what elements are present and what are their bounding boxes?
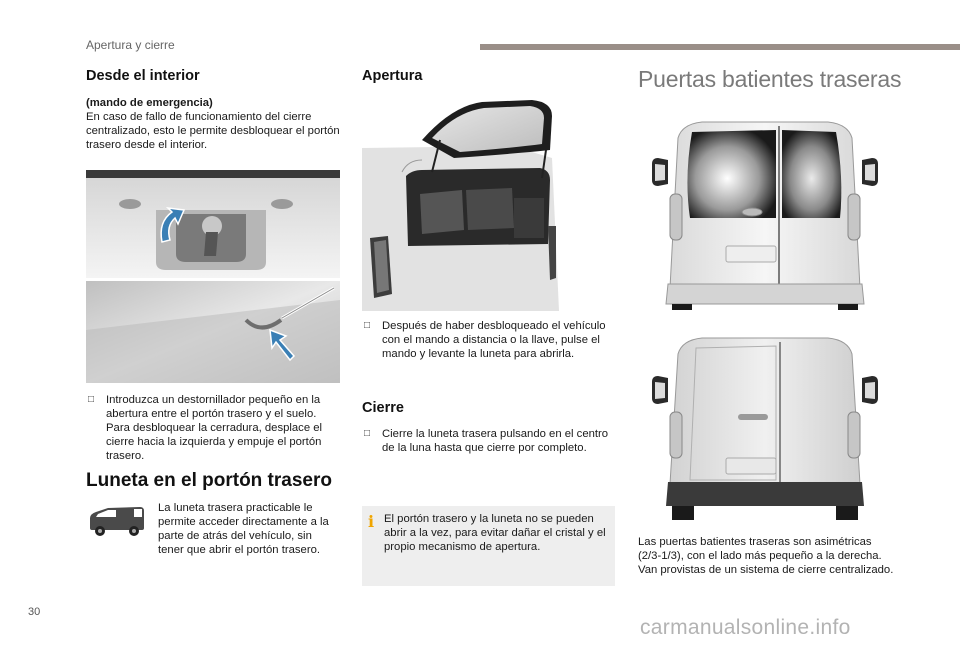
van-silhouette-icon <box>86 504 148 540</box>
window-description: La luneta trasera practicable le permite… <box>158 502 329 556</box>
rear-window-open-illustration <box>362 98 559 311</box>
page-number: 30 <box>28 606 41 618</box>
interior-heading: Desde el interior <box>86 68 200 84</box>
info-box <box>362 506 615 586</box>
window-heading: Luneta en el portón trasero <box>86 470 332 491</box>
bullet-square-icon: □ <box>88 394 95 405</box>
watermark: carmanualsonline.info <box>640 616 851 639</box>
bullet-square-icon: □ <box>364 320 371 331</box>
info-box-text: El portón trasero y la luneta no se pued… <box>384 513 606 553</box>
doors-heading: Puertas batientes traseras <box>638 66 902 92</box>
closing-instruction: □ Cierre la luneta trasera pulsando en e… <box>364 428 609 454</box>
interior-subtitle: (mando de emergencia) <box>86 97 213 109</box>
interior-intro: En caso de fallo de funcionamiento del c… <box>86 111 340 151</box>
closing-heading: Cierre <box>362 400 404 416</box>
interior-instruction: □ Introduzca un destornillador pequeño e… <box>88 394 323 462</box>
van-rear-glazed-illustration <box>652 118 878 310</box>
opening-instruction: □ Después de haber desbloqueado el vehíc… <box>364 320 606 360</box>
opening-heading: Apertura <box>362 68 423 84</box>
bullet-square-icon: □ <box>364 428 371 439</box>
section-header-bar <box>480 44 960 50</box>
section-header-title: Apertura y cierre <box>86 38 175 52</box>
tailgate-emergency-illustration <box>86 170 340 383</box>
van-rear-solid-illustration <box>652 334 878 526</box>
doors-description: Las puertas batientes traseras son asimé… <box>638 536 894 576</box>
info-icon: i <box>368 512 375 531</box>
